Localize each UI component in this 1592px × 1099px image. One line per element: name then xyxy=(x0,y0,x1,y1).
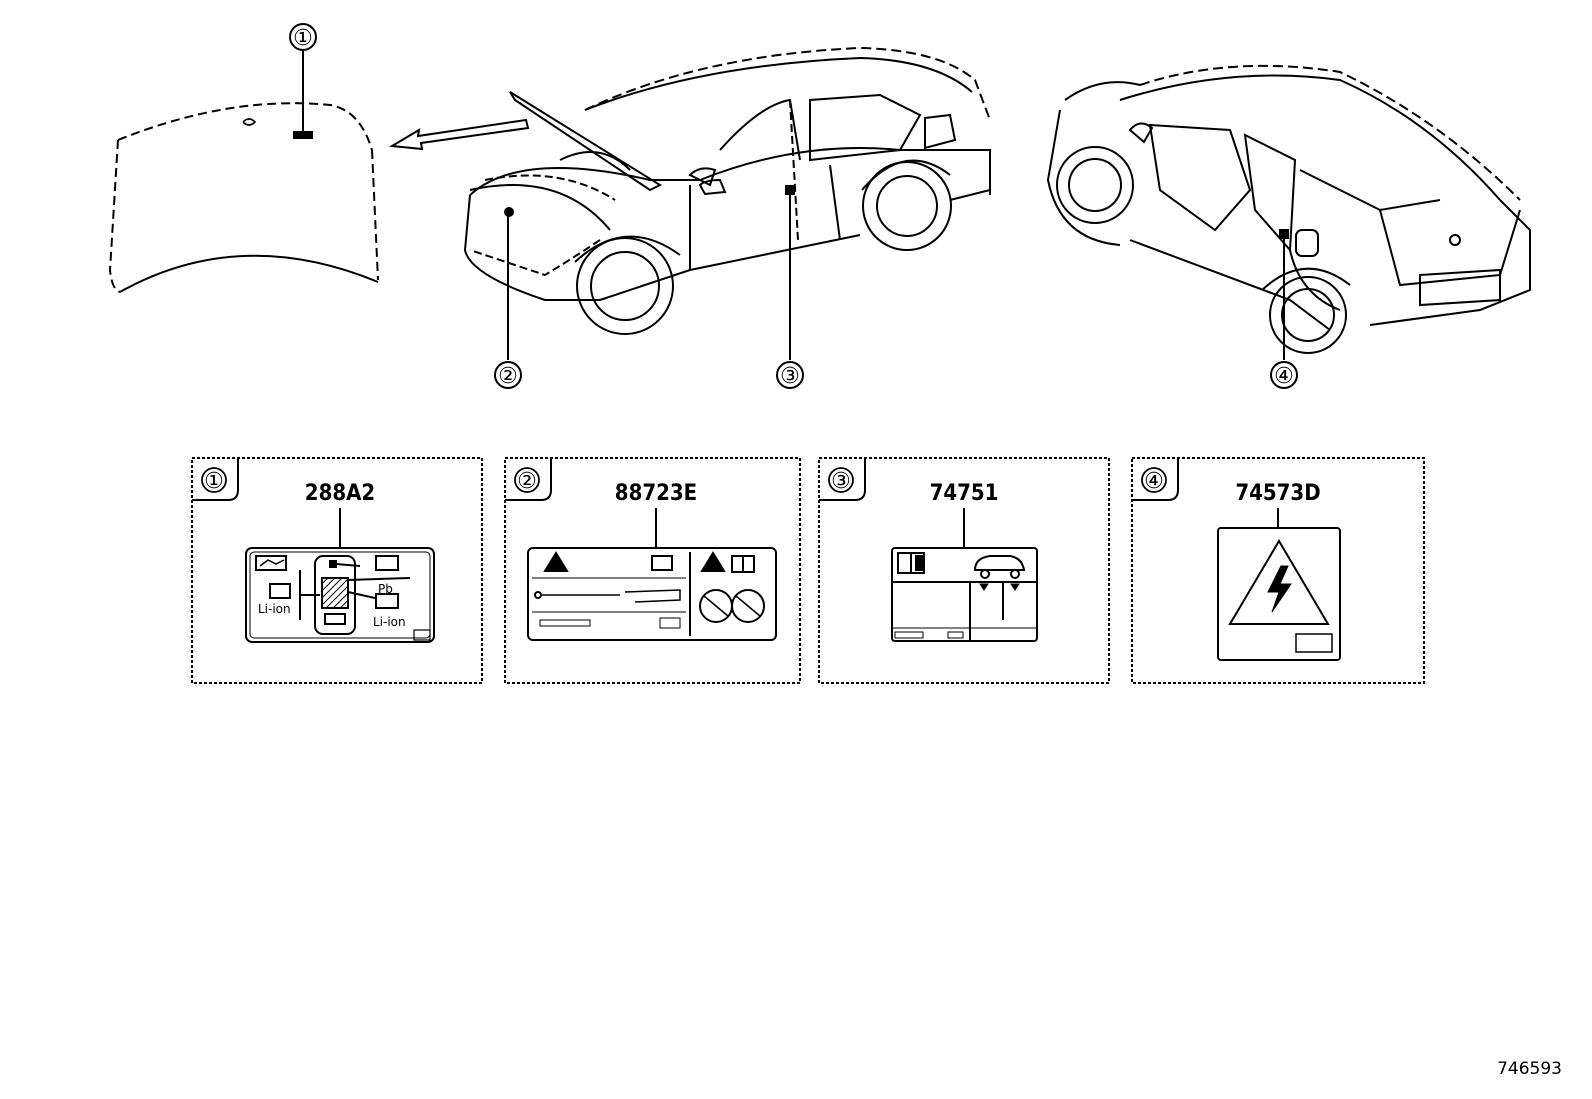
label-panel-3-index: ③ xyxy=(831,469,851,494)
label-288A2-li-ion-left-text: Li-ion xyxy=(258,602,291,616)
callout-leaders xyxy=(302,50,1285,360)
label-panel-2: ② 88723E xyxy=(504,457,801,684)
label-288A2-li-ion-right-text: Li-ion xyxy=(373,615,406,629)
figure-number: 746593 xyxy=(1497,1059,1562,1079)
label-panel-2-index: ② xyxy=(517,469,537,494)
callout-3-number: ③ xyxy=(780,364,800,389)
callout-1: ① xyxy=(289,23,317,51)
callout-2: ② xyxy=(494,361,522,389)
high-voltage-icon xyxy=(1228,539,1330,625)
label-panel-4: ④ 74573D xyxy=(1131,457,1425,684)
label-panel-1: ① 288A2 Pb Li-ion Li-ion xyxy=(191,457,483,684)
front-car-drawing xyxy=(463,46,991,335)
label-88723E-graphic xyxy=(527,547,777,641)
manual-book-icon xyxy=(731,555,755,573)
warning-triangle-icon xyxy=(543,551,569,572)
callout-1-number: ① xyxy=(293,26,313,51)
label-288A2-pb-text: Pb xyxy=(378,582,393,596)
hood-arrow xyxy=(388,118,530,151)
part-number-88723E: 88723E xyxy=(615,481,697,506)
hood-drawing xyxy=(108,102,379,293)
label-panel-3: ③ 74751 xyxy=(818,457,1110,684)
label-74573D-graphic xyxy=(1217,527,1341,661)
callout-2-number: ② xyxy=(498,364,518,389)
label-74751-graphic xyxy=(891,547,1038,642)
label-288A2-graphic xyxy=(245,547,435,643)
part-number-74573D: 74573D xyxy=(1235,481,1320,506)
callout-4-number: ④ xyxy=(1274,364,1294,389)
rear-car-drawing xyxy=(1046,64,1531,354)
battery-icon xyxy=(375,555,399,571)
label-panel-1-index: ① xyxy=(204,469,224,494)
vehicle-icon xyxy=(973,555,1026,579)
callout-3: ③ xyxy=(776,361,804,389)
part-number-74751: 74751 xyxy=(930,481,999,506)
callout-4: ④ xyxy=(1270,361,1298,389)
label-panel-4-index: ④ xyxy=(1144,469,1164,494)
part-number-288A2: 288A2 xyxy=(305,481,375,506)
